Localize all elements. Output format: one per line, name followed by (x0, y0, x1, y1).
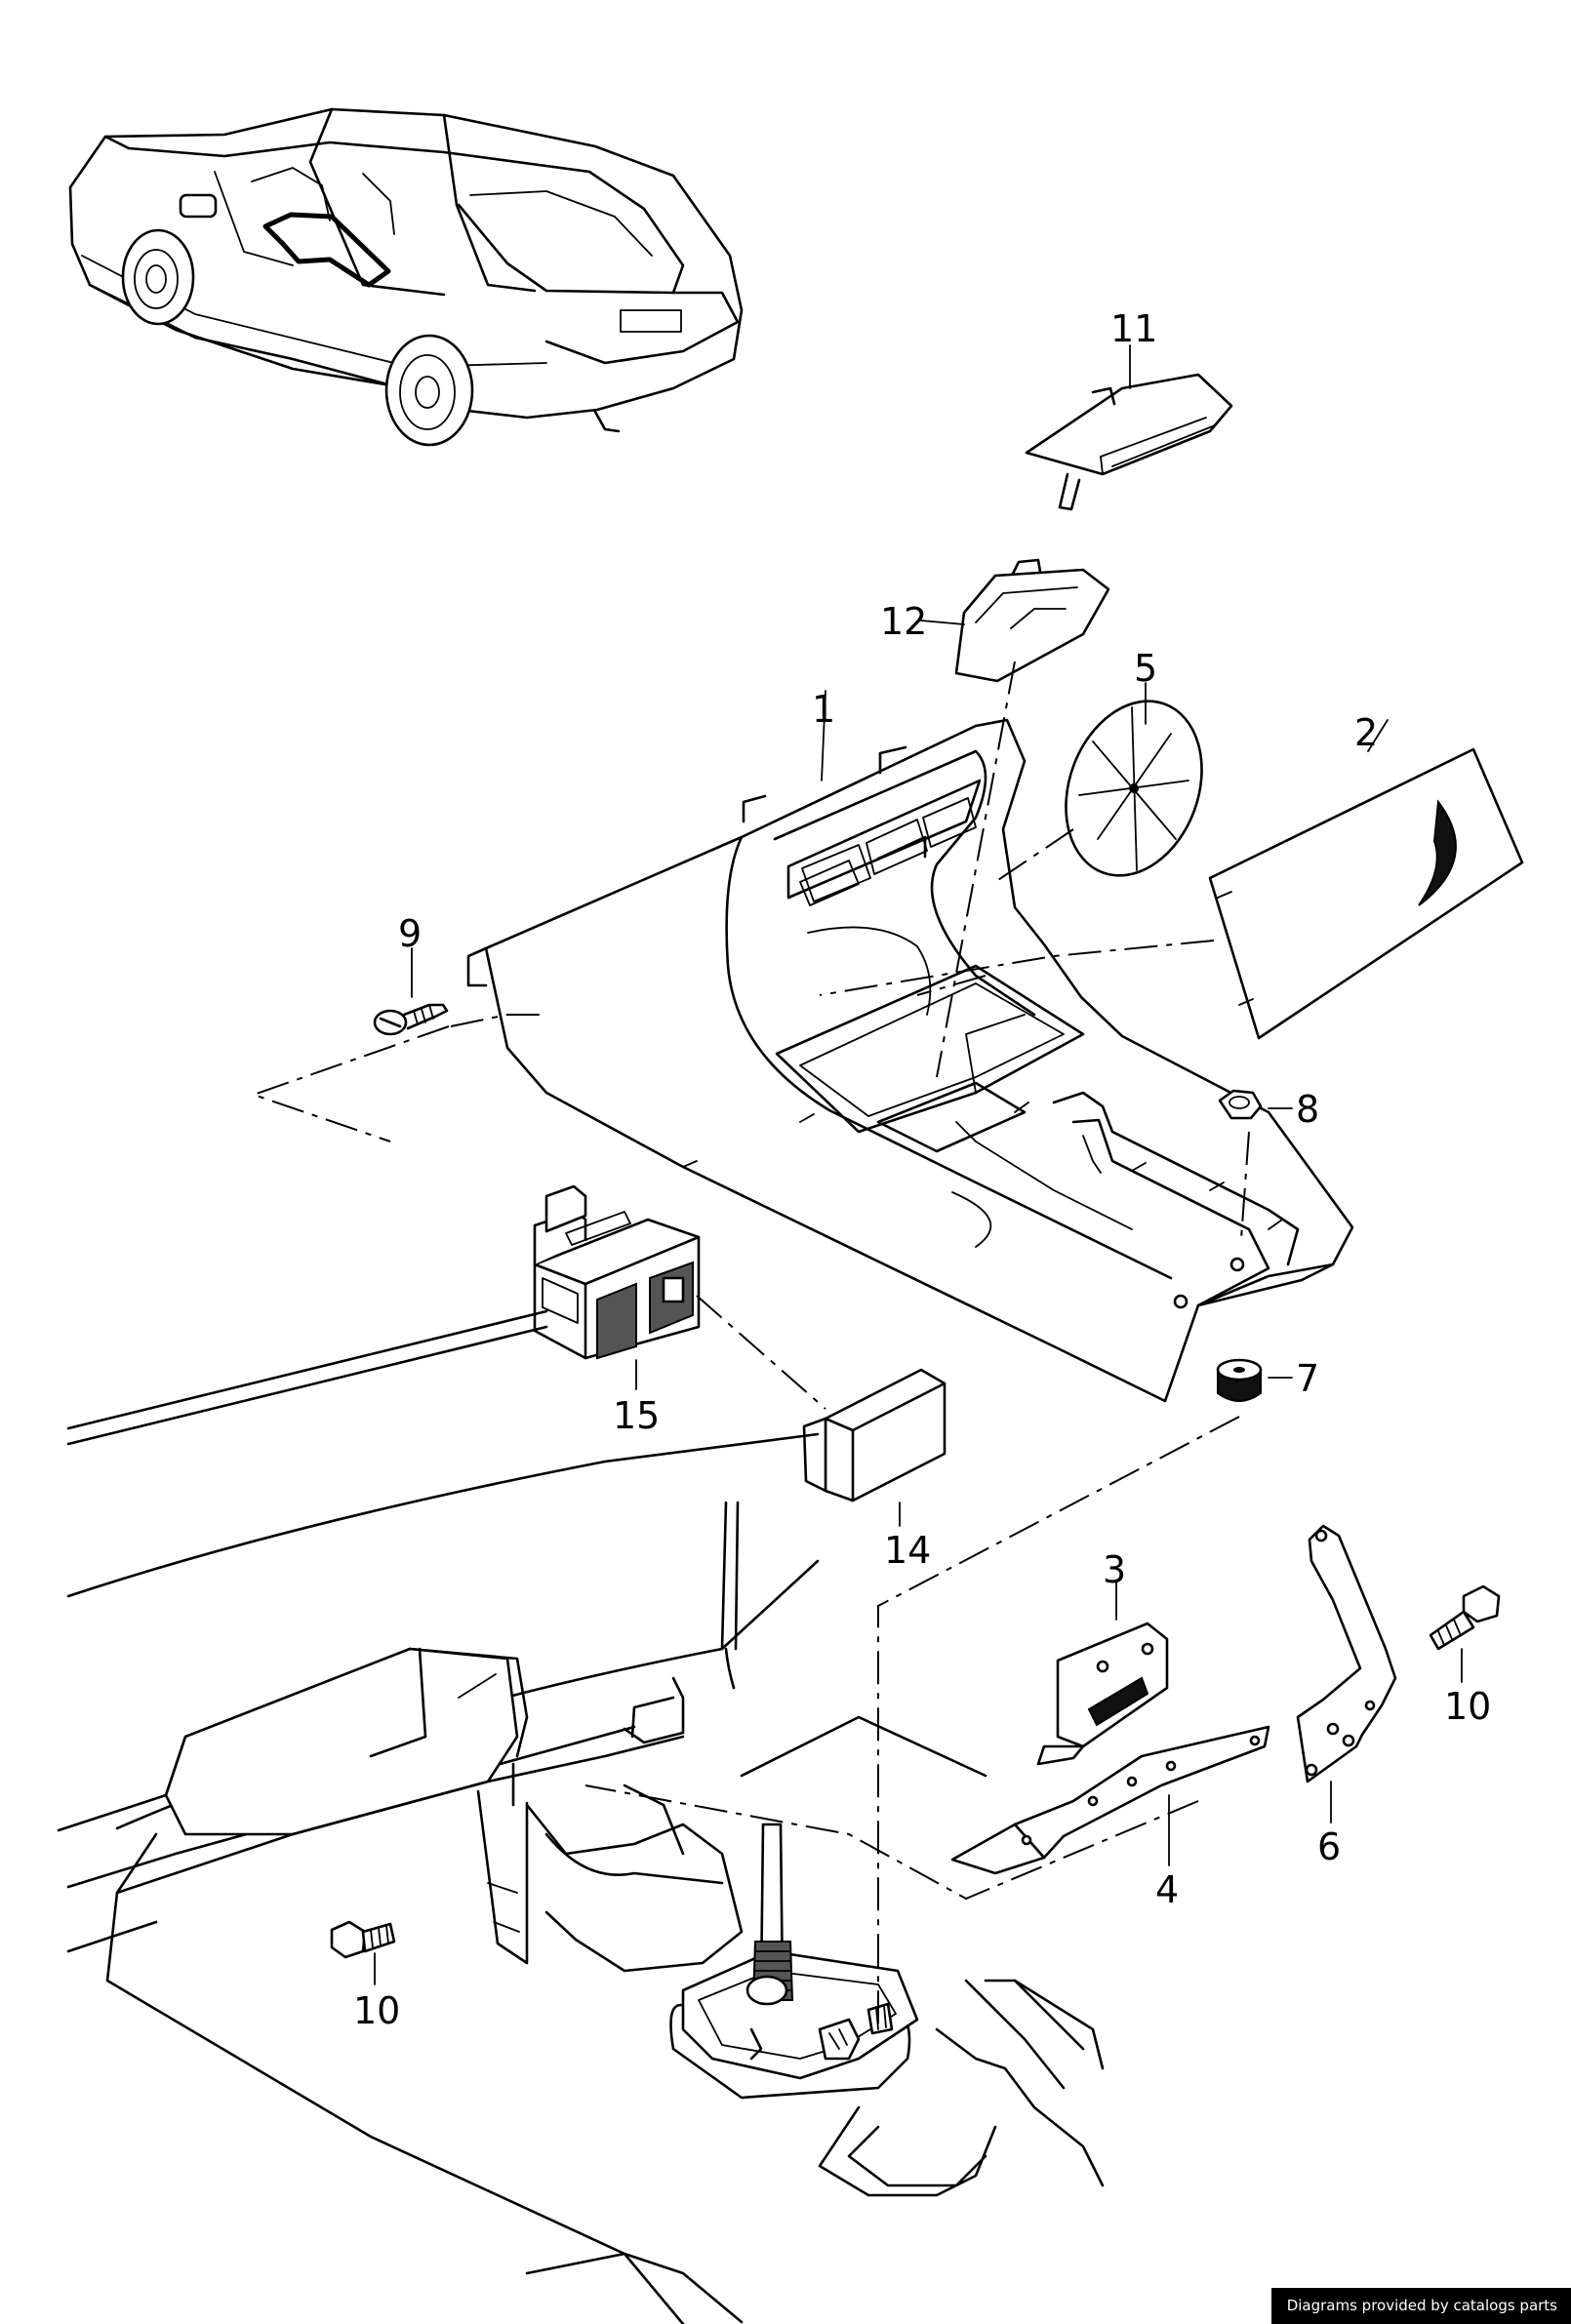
part-10-screw-right (1429, 1584, 1501, 1651)
part-8-nut (1218, 1089, 1263, 1120)
dashboard-and-floor-outline (57, 1309, 1105, 2324)
part-1-center-console (466, 718, 1354, 1403)
part-14-blank-cap (802, 1368, 947, 1503)
callout-6: 6 (1317, 1825, 1341, 1868)
callout-9: 9 (398, 912, 422, 955)
callout-7: 7 (1296, 1357, 1319, 1400)
callout-3: 3 (1103, 1548, 1126, 1591)
car-overview-illustration (68, 107, 744, 447)
part-11-trim-cover (1025, 373, 1233, 511)
part-9-screw (373, 1003, 449, 1036)
part-10-screw-left (330, 1920, 396, 1959)
callout-14: 14 (884, 1529, 931, 1572)
part-2-side-panel (1208, 747, 1524, 1040)
callout-4: 4 (1155, 1868, 1179, 1911)
gear-shift-assembly (681, 1823, 919, 2080)
part-6-tall-bracket (1296, 1524, 1397, 1783)
callout-11: 11 (1110, 307, 1157, 350)
callout-12: 12 (880, 600, 927, 643)
callout-15: 15 (613, 1394, 660, 1437)
callout-labels: 1 2 3 4 5 6 7 8 9 10 10 11 12 14 15 (353, 307, 1491, 2032)
part-3-small-bracket (1036, 1622, 1169, 1766)
callout-1: 1 (812, 688, 835, 731)
part-15-switch (533, 1184, 701, 1360)
callout-10-right: 10 (1444, 1685, 1491, 1728)
callout-5: 5 (1134, 647, 1157, 690)
part-4-long-bracket (950, 1725, 1270, 1875)
assembly-reference-lines (250, 661, 1250, 2029)
part-12-ashtray-insert (954, 558, 1110, 683)
diagram-credit-badge: Diagrams provided by catalogs parts (1270, 2288, 1571, 2324)
part-5-disc-cover (1065, 700, 1203, 877)
callout-8: 8 (1296, 1088, 1319, 1131)
callout-10-left: 10 (353, 1989, 400, 2032)
callout-2: 2 (1354, 711, 1378, 754)
part-7-spacer (1216, 1358, 1263, 1402)
